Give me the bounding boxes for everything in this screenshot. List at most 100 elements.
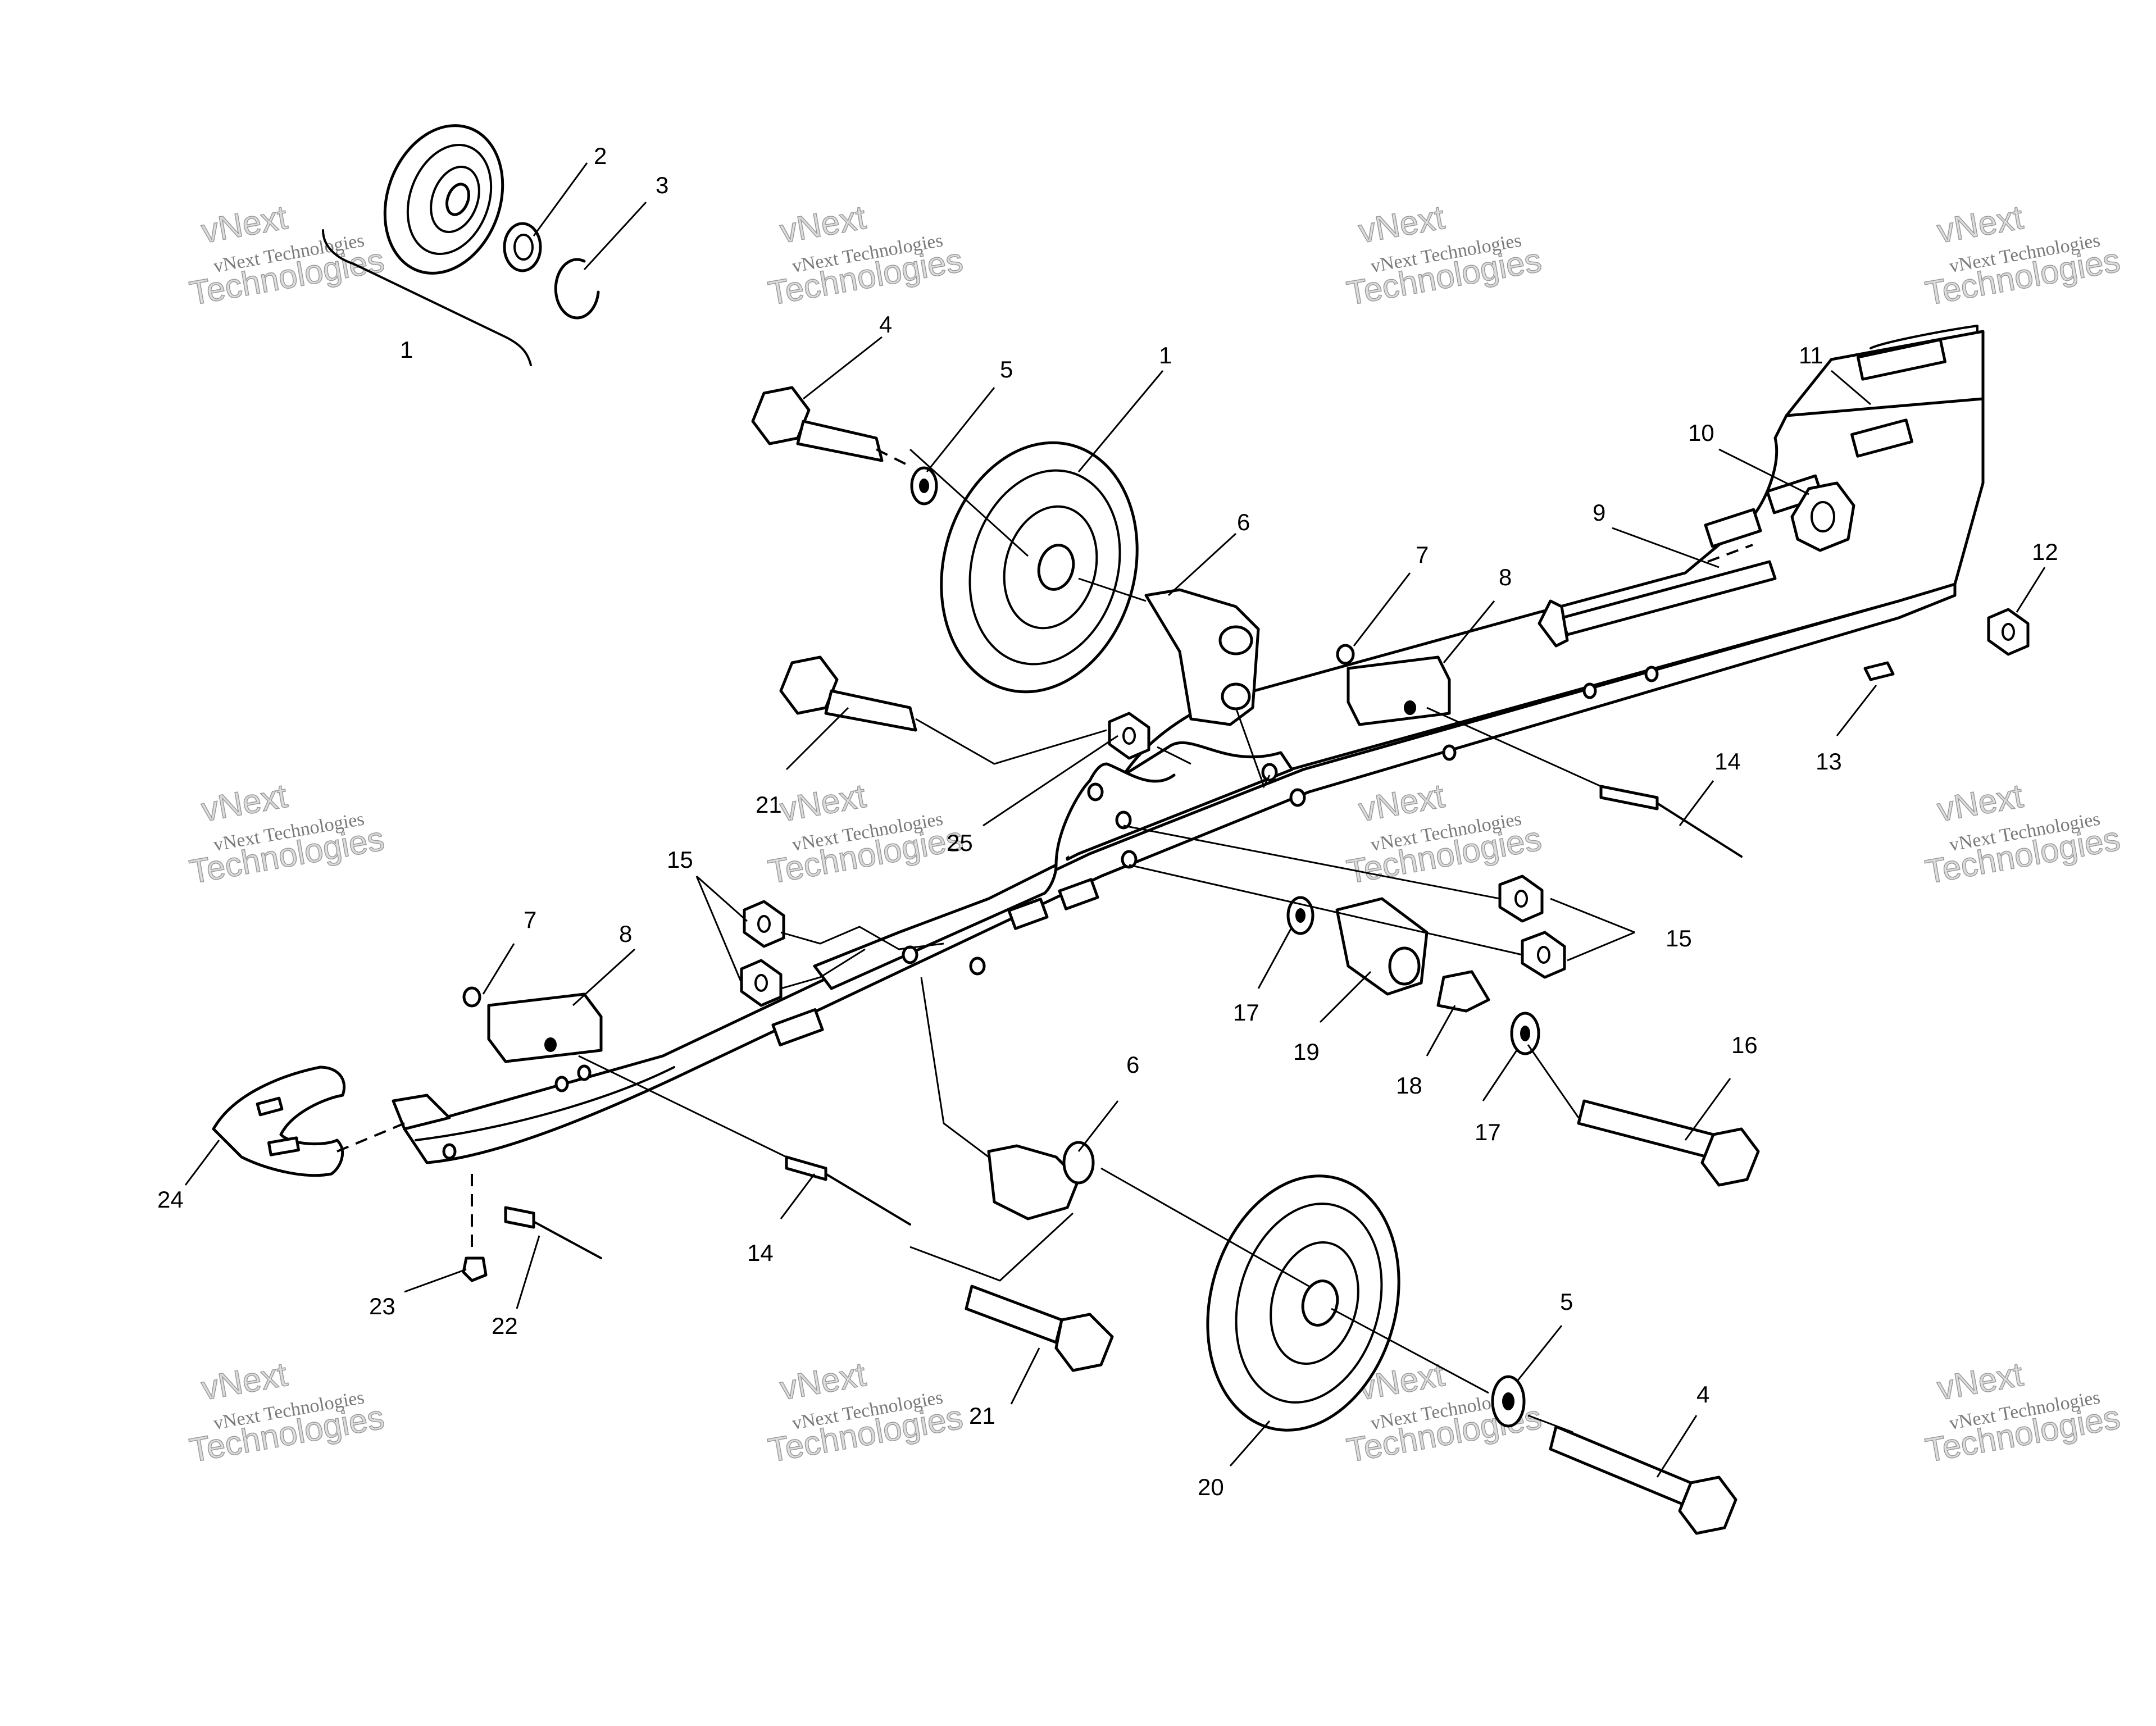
- tip-body: [212, 1065, 346, 1177]
- leader-line: [1010, 1347, 1040, 1405]
- leader-line: [1679, 780, 1714, 826]
- slot-c: [771, 1008, 824, 1047]
- assembly-line: [1123, 825, 1500, 900]
- nut-12: [1987, 608, 2030, 656]
- callout-8: 8: [1499, 564, 1512, 590]
- rail-hump: [1054, 762, 1176, 867]
- lower-wheel-bore: [1301, 1279, 1339, 1327]
- washer-5-lower: [1491, 1375, 1526, 1428]
- callout-17: 17: [1475, 1119, 1501, 1145]
- slot-upper: [1856, 338, 1947, 381]
- leader-line: [404, 1268, 467, 1293]
- callout-7: 7: [1416, 541, 1429, 568]
- watermark: vNext vNext Technologies Technologies: [765, 776, 966, 891]
- inset-bearing: [503, 222, 542, 272]
- leader-line: [1656, 1415, 1698, 1478]
- bolt-21-lower: [965, 1285, 1114, 1372]
- callout-4: 4: [1696, 1381, 1709, 1408]
- watermark: vNext vNext Technologies Technologies: [1922, 1355, 2123, 1470]
- leader-line: [572, 948, 636, 1007]
- callout-2: 2: [594, 143, 607, 169]
- tip-slot: [256, 1096, 284, 1117]
- watermark: vNext vNext Technologies Technologies: [1344, 776, 1545, 891]
- callout-6: 6: [1126, 1051, 1139, 1078]
- watermark-line1: vNext: [1356, 777, 1447, 829]
- leader-line: [1443, 600, 1495, 663]
- callout-18: 18: [1396, 1072, 1422, 1099]
- leader-line: [1257, 926, 1293, 989]
- nut-bore: [1514, 890, 1528, 908]
- hole: [1087, 782, 1104, 801]
- rail-tip-line: [415, 1066, 675, 1141]
- callout-6: 6: [1237, 509, 1250, 535]
- wear-block-8-lower: [487, 992, 603, 1063]
- bracket-body: [987, 1144, 1080, 1221]
- watermark-line1: vNext: [198, 198, 290, 251]
- wear-block-8-upper: [1347, 655, 1451, 726]
- watermark: vNext vNext Technologies Technologies: [1922, 776, 2123, 891]
- inset-wheel-bore: [445, 183, 470, 216]
- inset-snap-ring: [554, 258, 600, 320]
- axle-bracket-6-lower: [987, 1141, 1095, 1221]
- assembly-line: [1157, 746, 1191, 765]
- callout-24: 24: [157, 1186, 184, 1213]
- upper-wheel-rim: [968, 469, 1121, 666]
- tip-24: [212, 1065, 346, 1177]
- watermark-line1: vNext: [198, 777, 290, 829]
- assembly-line: [1426, 707, 1602, 787]
- bolt-shank: [1549, 1425, 1693, 1507]
- cam-hole: [1388, 946, 1421, 986]
- nut-bore: [757, 915, 771, 933]
- watermark-line1: vNext: [1934, 1355, 2026, 1408]
- callout-3: 3: [656, 172, 668, 198]
- nut-15-left-a: [743, 900, 785, 948]
- callout-23: 23: [369, 1293, 395, 1319]
- nut-15-right-b: [1521, 931, 1566, 979]
- leader-line: [1836, 685, 1877, 736]
- leader-line: [1482, 1050, 1518, 1101]
- bolt-4-lower: [1549, 1425, 1737, 1535]
- callout-14: 14: [1714, 748, 1741, 775]
- watermark-line1: vNext: [198, 1355, 290, 1408]
- callout-13: 13: [1816, 748, 1842, 775]
- callout-9: 9: [1593, 499, 1605, 526]
- washer-17-lower: [1510, 1012, 1540, 1055]
- watermark-line1: vNext: [1356, 198, 1447, 251]
- callout-21: 21: [969, 1402, 995, 1429]
- washer-17-upper: [1286, 896, 1314, 935]
- slot-b: [1058, 878, 1099, 910]
- bracket-hole: [1062, 1141, 1095, 1185]
- leader-line: [1567, 931, 1635, 962]
- hole: [902, 945, 918, 964]
- watermark: vNext vNext Technologies Technologies: [1344, 198, 1545, 313]
- callout-1: 1: [1159, 342, 1172, 368]
- leader-line: [482, 943, 515, 995]
- bolt-4-upper: [751, 386, 884, 462]
- leader-line: [516, 1235, 540, 1309]
- block-hole: [544, 1037, 557, 1052]
- inset-bracket: [322, 229, 532, 366]
- leader-line: [1426, 1005, 1456, 1056]
- callout-15: 15: [1666, 925, 1692, 951]
- rivet-pin: [825, 1173, 911, 1226]
- assembly-line: [1527, 1044, 1580, 1118]
- leader-line: [1831, 370, 1871, 406]
- plug-7-upper: [1336, 644, 1355, 665]
- watermark: vNext vNext Technologies Technologies: [765, 198, 966, 313]
- leader-line: [1718, 448, 1809, 495]
- hole: [1644, 666, 1659, 682]
- slot-a: [1007, 898, 1049, 930]
- assembly-line: [909, 1212, 1074, 1282]
- assembly-line: [336, 1122, 405, 1153]
- assembly-line: [876, 448, 911, 467]
- leader-line: [696, 875, 748, 922]
- leader-line: [1167, 532, 1237, 596]
- hole: [1289, 788, 1306, 807]
- hole: [442, 1143, 457, 1160]
- cam-10: [1790, 481, 1855, 552]
- inset-wheel: [383, 124, 504, 275]
- callout-7: 7: [524, 907, 536, 933]
- callout-25: 25: [947, 830, 973, 856]
- cam-hole: [1811, 501, 1835, 532]
